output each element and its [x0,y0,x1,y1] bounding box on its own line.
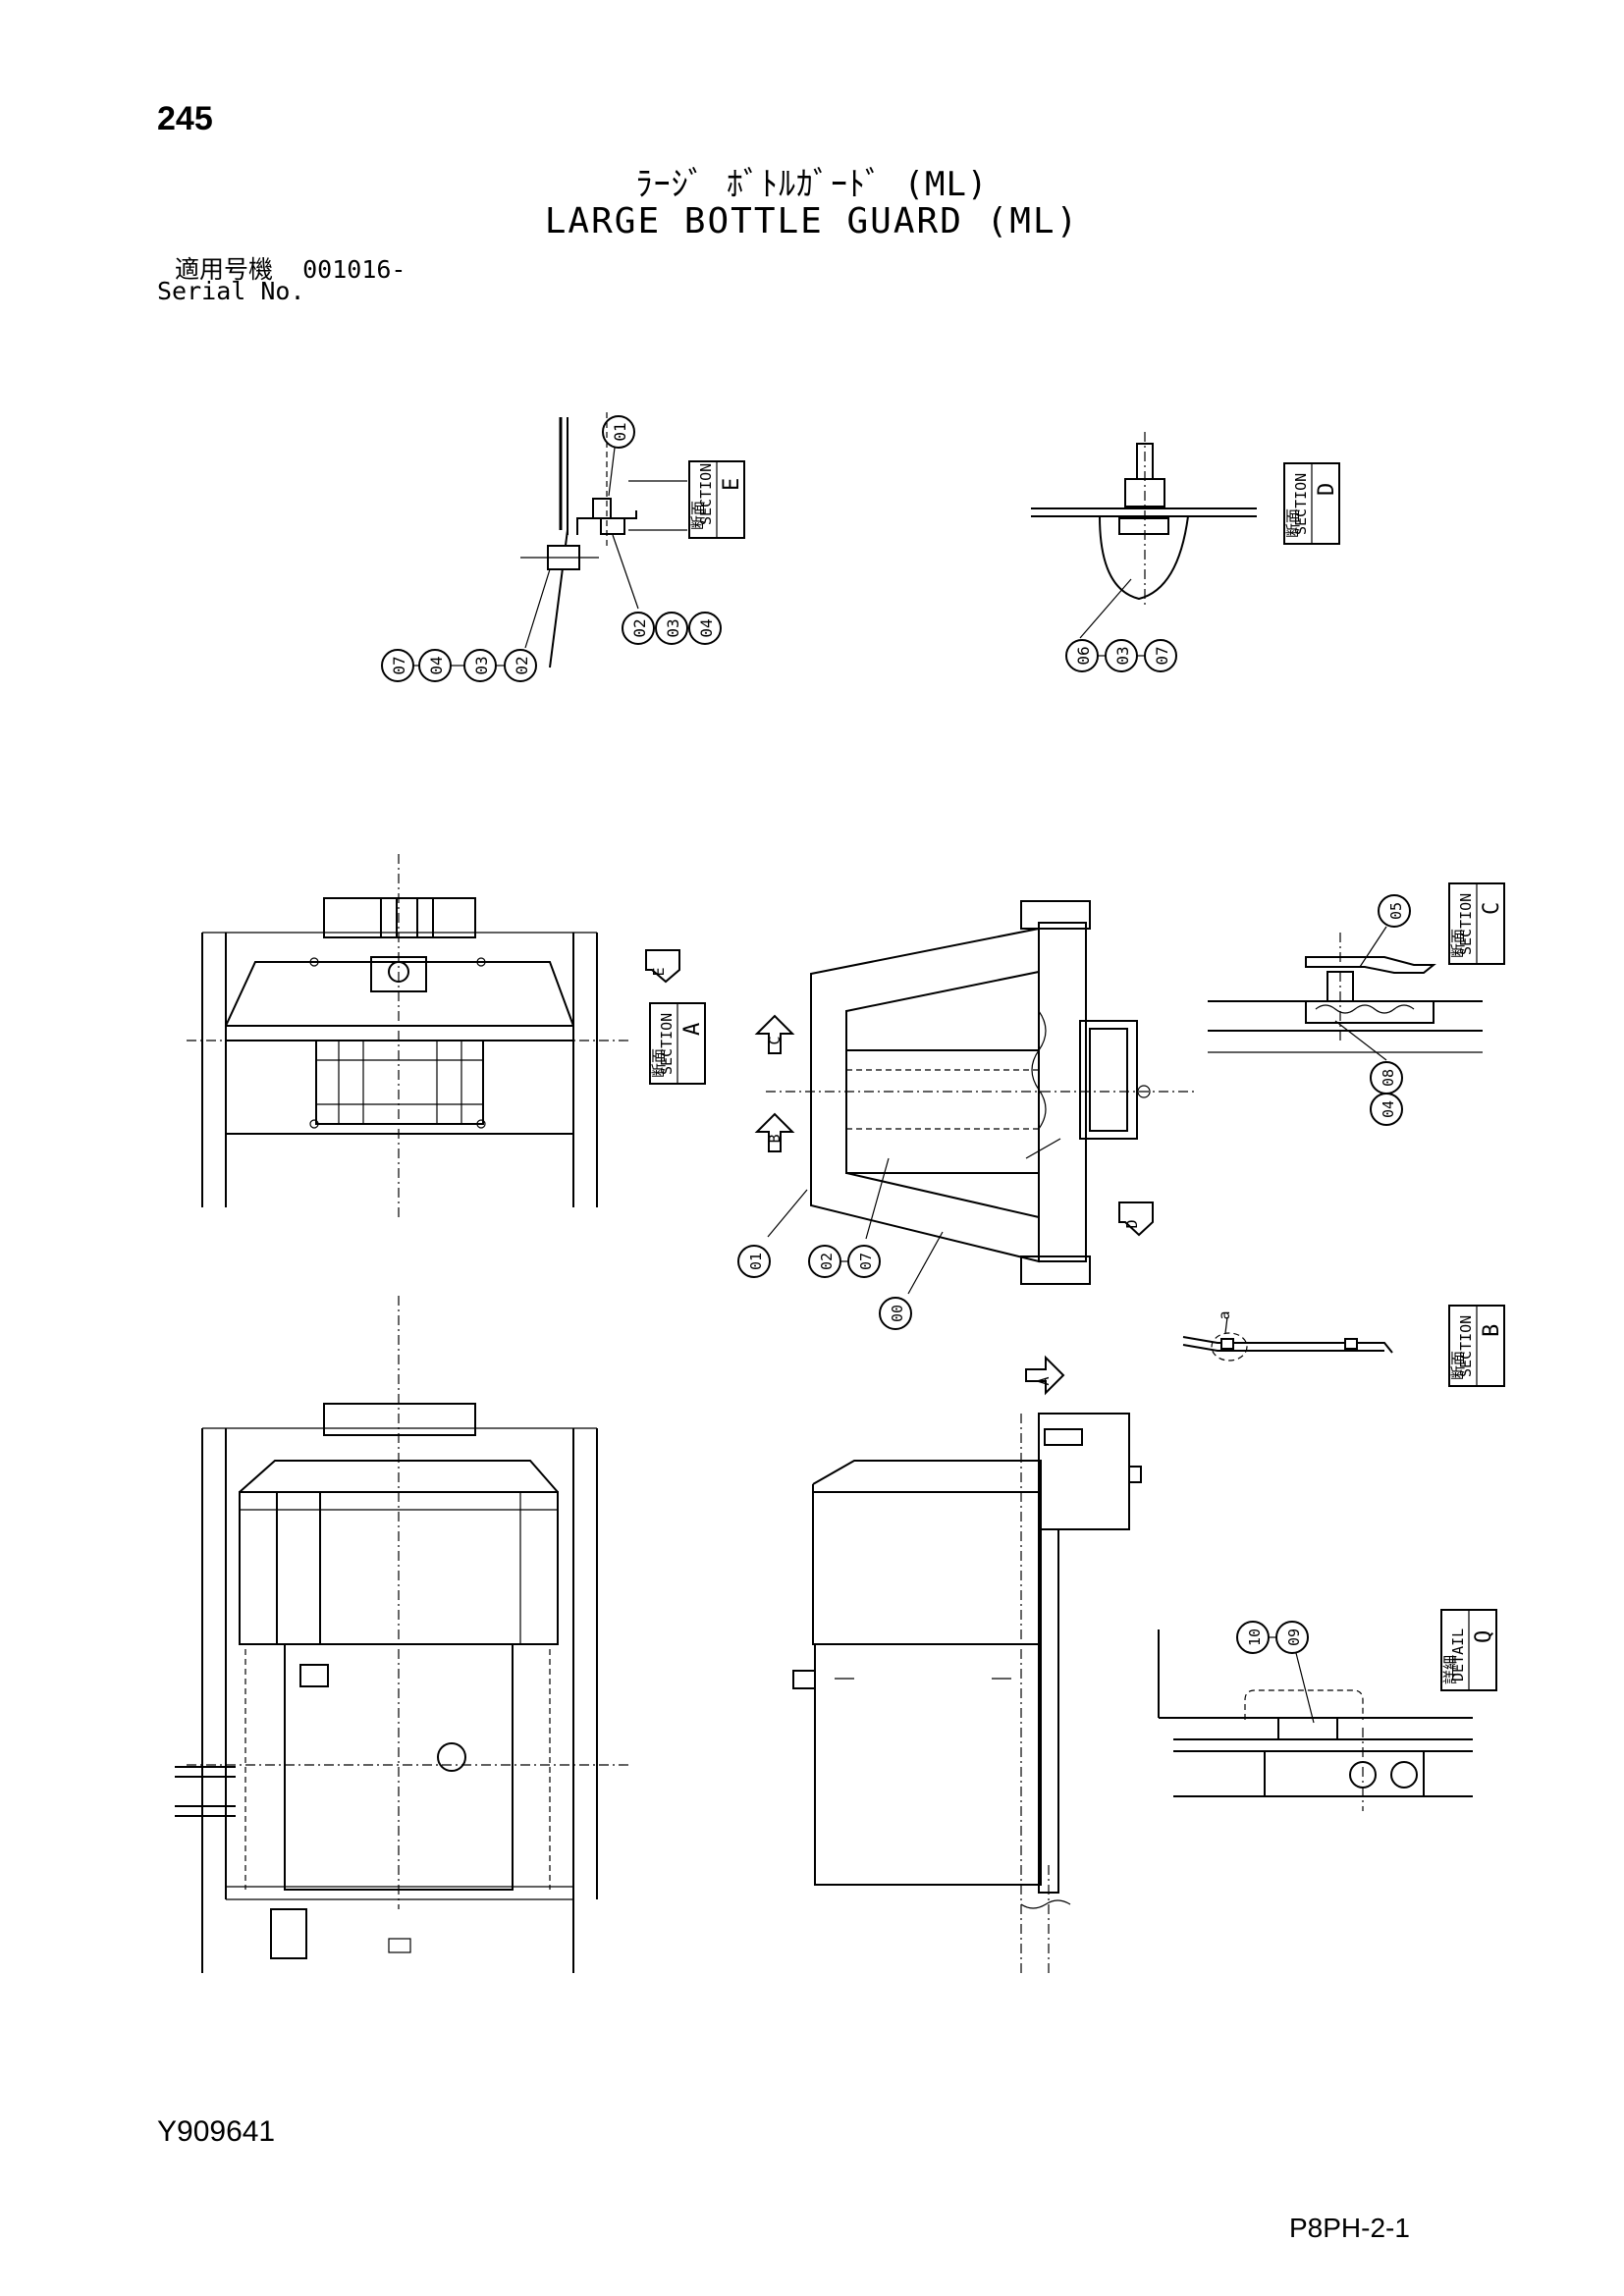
section-e-kind: 断面 [689,501,707,530]
section-d-letter: D [1315,483,1339,496]
view-arrow-b-label: B [766,1134,784,1143]
callout-d-1: 06 [1074,646,1093,665]
callout-main-b-2: 07 [857,1253,875,1270]
callout-d: 06 03 07 [1065,578,1177,672]
callout-e-left-4: 02 [513,656,531,674]
section-c-detail [1208,933,1483,1053]
detail-q-label: 詳細 DETAIL Q [1440,1609,1497,1691]
title-japanese: ﾗｰｼﾞ ﾎﾞﾄﾙｶﾞｰﾄﾞ (ML) [635,165,989,204]
title-english: LARGE BOTTLE GUARD (ML) [544,201,1080,241]
view-arrow-e-label: E [650,967,668,976]
document-code: Y909641 [157,2115,276,2148]
side-view-lower [792,1413,1142,1973]
callout-c-top-label: 05 [1387,902,1405,920]
section-c-label: 断面 SECTION C [1448,882,1505,965]
section-b-detail [1182,1316,1393,1362]
view-arrow-c-label: C [766,1036,784,1044]
section-b-kind: 断面 [1449,1351,1467,1380]
section-c-word: SECTION [1457,893,1475,955]
callout-e-left-3: 03 [472,656,491,674]
serial-value: 001016- [302,255,406,284]
callout-b-small: a [1216,1310,1233,1319]
section-b-label: 断面 SECTION B [1448,1305,1505,1387]
callout-e-right-2: 03 [664,618,682,637]
callout-detail: 10 09 [1236,1621,1315,1724]
callout-main-a-label: 01 [747,1253,765,1270]
callout-main-a: 01 [737,1189,808,1278]
page-number: 245 [157,100,213,137]
callout-main-b: 02 07 [808,1157,890,1278]
section-b-letter: B [1480,1324,1504,1337]
callout-e-right-1: 02 [630,618,649,637]
callout-c-bottom-2: 04 [1380,1100,1397,1118]
view-arrow-d-label: D [1123,1219,1141,1228]
section-a-letter: A [680,1023,705,1036]
front-view-upper [187,854,628,1217]
detail-q-kind: 詳細 [1441,1655,1459,1684]
serial-label-english: Serial No. [157,277,305,305]
sheet-reference: P8PH-2-1 [1289,2213,1410,2243]
section-c-kind: 断面 [1449,929,1467,958]
section-a-kind: 断面 [650,1048,668,1078]
callout-e-left-2: 04 [427,656,446,674]
detail-q-word: DETAIL [1449,1629,1467,1682]
detail-q [1158,1629,1473,1811]
section-a-word: SECTION [658,1013,676,1075]
callout-e-top: 01 [602,415,635,497]
section-e-letter: E [720,478,744,491]
callout-e-left-1: 07 [390,656,408,674]
front-view-lower [175,1296,628,1973]
callout-main-b-1: 02 [818,1253,836,1270]
callout-e-left: 07 04 03 02 [381,568,551,682]
view-arrow-b: B [754,1112,795,1152]
view-arrow-a: A [1025,1355,1065,1396]
callout-e-right: 02 03 04 [612,534,722,645]
section-b-word: SECTION [1457,1315,1475,1377]
callout-detail-2: 09 [1285,1629,1303,1646]
section-e-word: SECTION [697,463,715,525]
callout-d-2: 03 [1113,646,1132,665]
section-c-letter: C [1480,902,1504,915]
callout-detail-1: 10 [1246,1629,1264,1646]
top-view-center [766,900,1198,1285]
section-d-label: 断面 SECTION D [1283,462,1340,545]
callout-c-top: 05 [1359,894,1411,968]
section-d-kind: 断面 [1284,508,1302,538]
section-d-detail [1031,432,1257,609]
callout-d-3: 07 [1153,646,1171,665]
detail-q-letter: Q [1472,1630,1496,1643]
section-e-detail [520,412,687,668]
callout-e-top-label: 01 [611,422,629,441]
view-arrow-e: E [645,949,680,984]
view-arrow-a-label: A [1035,1376,1053,1385]
view-arrow-d: D [1118,1201,1154,1237]
section-a-label: 断面 SECTION A [649,1002,706,1085]
serial-number-row: 適用号機 001016- [175,250,406,286]
section-d-word: SECTION [1292,473,1310,535]
callout-e-right-3: 04 [697,618,716,637]
serial-label-japanese: 適用号機 [175,255,274,284]
callout-main-c-label: 00 [889,1305,906,1322]
callout-c-bottom-1: 08 [1380,1069,1397,1087]
section-e-label: 断面 SECTION E [688,460,745,539]
view-arrow-c: C [754,1014,795,1054]
callout-c-bottom: 08 04 [1334,1020,1403,1126]
callout-main-c: 00 [879,1231,944,1330]
